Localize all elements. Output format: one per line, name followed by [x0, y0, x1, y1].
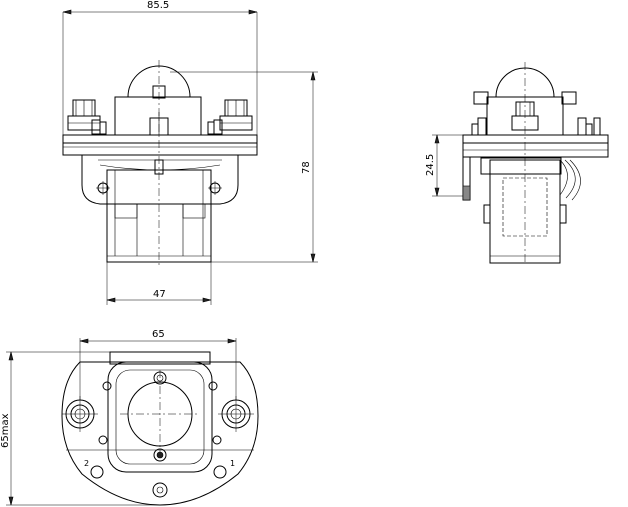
bottom-terminal-right — [218, 396, 254, 432]
dim-24-5-label: 24.5 — [425, 154, 436, 176]
dim-47-label: 47 — [153, 289, 166, 300]
dim-85-5-label: 85.5 — [147, 0, 169, 11]
bottom-view: 2 1 65 65max — [0, 329, 259, 506]
mount-hole-mid-left — [98, 435, 108, 445]
mount-hole-top-left — [102, 381, 112, 391]
terminal-marking-left: 2 — [84, 459, 89, 468]
dim-65max-label: 65max — [0, 413, 11, 448]
front-upper-block — [114, 96, 202, 136]
dimension-bottom-height: 65max — [0, 351, 160, 506]
mount-hole-top-right — [208, 381, 218, 391]
front-view: 85.5 78 47 — [62, 0, 318, 305]
front-left-terminal — [67, 99, 107, 135]
bottom-bolt-bottom — [153, 448, 167, 462]
dimension-overall-height: 78 — [170, 71, 318, 263]
terminal-marking-right: 1 — [230, 459, 235, 468]
bottom-base-outline — [61, 361, 259, 506]
coil-terminal-right — [213, 465, 227, 479]
front-mounting-plate — [62, 134, 258, 144]
dimension-mount-span: 65 — [79, 329, 237, 400]
front-right-terminal — [207, 99, 253, 135]
side-mounting-plate — [462, 134, 609, 144]
front-coil-body — [106, 169, 212, 263]
dim-65-label: 65 — [152, 329, 165, 340]
bottom-lower-hole — [152, 482, 168, 498]
dimension-base-width: 47 — [106, 262, 212, 305]
side-view: 24.5 — [425, 62, 609, 265]
dim-78-label: 78 — [301, 161, 312, 174]
bottom-bolt-top — [153, 371, 167, 385]
mount-hole-mid-right — [212, 435, 222, 445]
bottom-terminal-left — [62, 396, 98, 432]
front-flange — [81, 155, 239, 205]
coil-terminal-left — [90, 465, 104, 479]
dimension-overall-width: 85.5 — [62, 0, 258, 135]
dimension-side-offset: 24.5 — [425, 134, 463, 197]
bottom-coil-housing — [107, 361, 213, 473]
